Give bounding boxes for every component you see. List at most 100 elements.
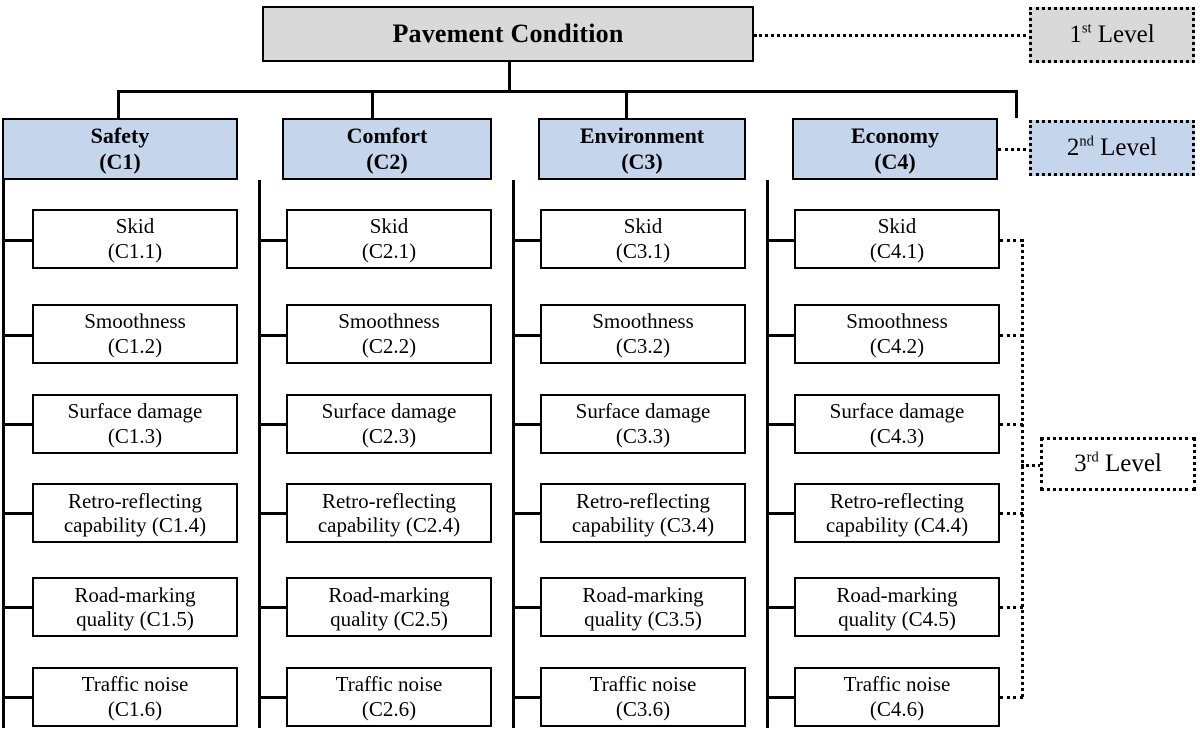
leaf-line-1: Traffic noise xyxy=(335,672,443,697)
leaf-line-2: (C2.1) xyxy=(361,239,417,263)
column-spine-c1 xyxy=(2,180,5,728)
leaf-line-2: (C1.6) xyxy=(107,697,163,721)
root-node-pavement-condition[interactable]: Pavement Condition xyxy=(262,6,754,62)
criteria-node-name: Economy xyxy=(851,123,939,149)
criteria-drop-line-3 xyxy=(625,90,628,118)
leaf-stub xyxy=(512,423,540,426)
level-2-ordinal: 2 xyxy=(1066,134,1080,161)
leaf-line-2: quality (C1.5) xyxy=(76,607,194,631)
leaf-node-c1-2[interactable]: Smoothness (C1.2) xyxy=(32,304,238,364)
leaf-line-2: quality (C4.5) xyxy=(838,607,956,631)
leaf-stub xyxy=(512,606,540,609)
level-3-bracket-stub xyxy=(1000,696,1023,699)
level-1-text: Level xyxy=(1091,21,1155,48)
leaf-node-c4-5[interactable]: Road-marking quality (C4.5) xyxy=(794,577,1000,637)
leaf-node-c4-4[interactable]: Retro-reflecting capability (C4.4) xyxy=(794,483,1000,543)
leaf-node-c3-2[interactable]: Smoothness (C3.2) xyxy=(540,304,746,364)
criteria-node-comfort[interactable]: Comfort (C2) xyxy=(282,118,492,180)
column-spine-c4 xyxy=(766,180,769,728)
leaf-line-2: (C4.1) xyxy=(869,239,925,263)
criteria-node-safety[interactable]: Safety (C1) xyxy=(2,118,238,180)
leaf-line-2: capability (C4.4) xyxy=(825,513,969,537)
level-3-tag-label: 3rd Level xyxy=(1074,450,1162,478)
leaf-line-1: Traffic noise xyxy=(589,672,697,697)
leaf-line-1: Skid xyxy=(369,214,409,239)
leaf-line-1: Retro-reflecting xyxy=(829,488,965,513)
leaf-line-1: Surface damage xyxy=(67,399,203,424)
leaf-stub xyxy=(258,334,286,337)
level-3-connector xyxy=(1021,464,1041,467)
leaf-node-c1-5[interactable]: Road-marking quality (C1.5) xyxy=(32,577,238,637)
leaf-line-2: (C3.3) xyxy=(615,424,671,448)
criteria-bus-line xyxy=(117,90,1017,93)
leaf-line-2: (C4.6) xyxy=(869,697,925,721)
leaf-stub xyxy=(766,512,794,515)
leaf-node-c1-1[interactable]: Skid (C1.1) xyxy=(32,209,238,269)
criteria-node-code: (C2) xyxy=(366,149,408,174)
leaf-line-2: (C1.1) xyxy=(107,239,163,263)
leaf-line-1: Road-marking xyxy=(74,582,196,607)
criteria-node-code: (C4) xyxy=(874,149,916,174)
leaf-line-2: quality (C3.5) xyxy=(584,607,702,631)
leaf-node-c4-1[interactable]: Skid (C4.1) xyxy=(794,209,1000,269)
column-spine-c3 xyxy=(512,180,515,728)
leaf-line-2: (C1.3) xyxy=(107,424,163,448)
criteria-drop-line-2 xyxy=(371,90,374,118)
leaf-node-c3-6[interactable]: Traffic noise (C3.6) xyxy=(540,667,746,727)
level-2-tag: 2nd Level xyxy=(1029,120,1195,176)
leaf-stub xyxy=(766,239,794,242)
leaf-stub xyxy=(2,334,32,337)
leaf-stub xyxy=(512,334,540,337)
level-1-tag-label: 1st Level xyxy=(1069,21,1154,49)
leaf-stub xyxy=(258,696,286,699)
leaf-line-1: Traffic noise xyxy=(81,672,189,697)
leaf-stub xyxy=(258,512,286,515)
leaf-node-c1-3[interactable]: Surface damage (C1.3) xyxy=(32,394,238,454)
leaf-node-c3-4[interactable]: Retro-reflecting capability (C3.4) xyxy=(540,483,746,543)
root-drop-line xyxy=(508,62,511,92)
leaf-node-c1-4[interactable]: Retro-reflecting capability (C1.4) xyxy=(32,483,238,543)
leaf-line-1: Road-marking xyxy=(836,582,958,607)
leaf-node-c1-6[interactable]: Traffic noise (C1.6) xyxy=(32,667,238,727)
leaf-node-c2-5[interactable]: Road-marking quality (C2.5) xyxy=(286,577,492,637)
leaf-stub xyxy=(766,423,794,426)
leaf-node-c3-5[interactable]: Road-marking quality (C3.5) xyxy=(540,577,746,637)
leaf-node-c3-1[interactable]: Skid (C3.1) xyxy=(540,209,746,269)
leaf-stub xyxy=(258,239,286,242)
leaf-line-1: Smoothness xyxy=(846,309,948,334)
leaf-line-1: Retro-reflecting xyxy=(321,488,457,513)
leaf-stub xyxy=(2,423,32,426)
level-2-tag-label: 2nd Level xyxy=(1067,134,1157,162)
criteria-node-economy[interactable]: Economy (C4) xyxy=(792,118,998,180)
leaf-line-1: Skid xyxy=(623,214,663,239)
leaf-line-2: (C4.2) xyxy=(869,334,925,358)
leaf-line-1: Skid xyxy=(877,214,917,239)
leaf-stub xyxy=(766,606,794,609)
leaf-line-2: capability (C2.4) xyxy=(317,513,461,537)
leaf-line-2: (C1.2) xyxy=(107,334,163,358)
leaf-node-c2-1[interactable]: Skid (C2.1) xyxy=(286,209,492,269)
criteria-node-code: (C1) xyxy=(99,149,141,174)
leaf-node-c3-3[interactable]: Surface damage (C3.3) xyxy=(540,394,746,454)
leaf-node-c2-4[interactable]: Retro-reflecting capability (C2.4) xyxy=(286,483,492,543)
level-2-connector xyxy=(998,148,1026,151)
level-3-bracket-stub xyxy=(1000,423,1023,426)
leaf-node-c2-6[interactable]: Traffic noise (C2.6) xyxy=(286,667,492,727)
leaf-node-c4-6[interactable]: Traffic noise (C4.6) xyxy=(794,667,1000,727)
criteria-node-environment[interactable]: Environment (C3) xyxy=(538,118,746,180)
level-3-bracket-stub xyxy=(1000,512,1023,515)
leaf-line-2: capability (C3.4) xyxy=(571,513,715,537)
column-spine-c2 xyxy=(258,180,261,728)
level-3-bracket-spine xyxy=(1021,239,1024,697)
leaf-node-c2-2[interactable]: Smoothness (C2.2) xyxy=(286,304,492,364)
leaf-stub xyxy=(512,696,540,699)
leaf-node-c4-2[interactable]: Smoothness (C4.2) xyxy=(794,304,1000,364)
leaf-node-c2-3[interactable]: Surface damage (C2.3) xyxy=(286,394,492,454)
leaf-line-2: (C2.2) xyxy=(361,334,417,358)
level-3-bracket-stub xyxy=(1000,239,1023,242)
leaf-node-c4-3[interactable]: Surface damage (C4.3) xyxy=(794,394,1000,454)
leaf-stub xyxy=(2,606,32,609)
leaf-line-2: capability (C1.4) xyxy=(63,513,207,537)
leaf-stub xyxy=(258,423,286,426)
